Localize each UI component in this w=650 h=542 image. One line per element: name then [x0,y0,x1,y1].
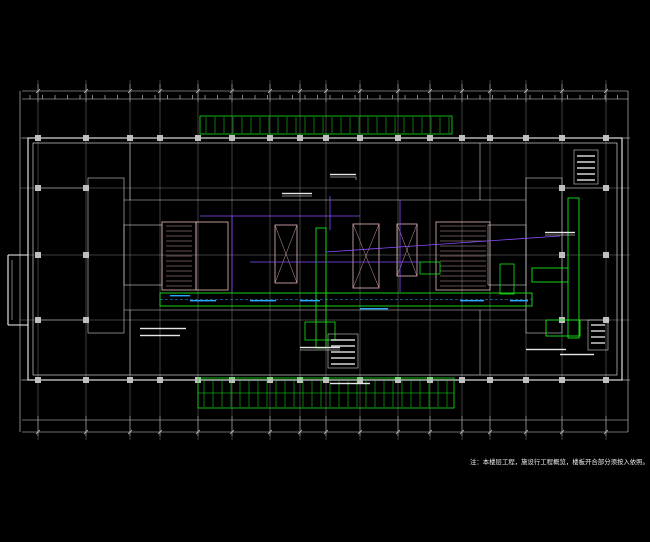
top-dimension-line [22,84,628,102]
pipe-lines [200,196,561,292]
elevator-icon [274,224,298,284]
duct-size-labels [170,295,528,310]
annotations [282,176,575,351]
annotation-labels [140,173,594,385]
column-icon [35,135,609,383]
louver-icon [197,115,455,409]
bottom-dimension-line [22,416,628,436]
duct-run-icon [159,197,581,349]
stair-icon [435,221,491,291]
legend-boxes [327,149,609,369]
building-core [161,221,491,291]
building-outline [7,137,623,381]
drawing-note: 注：本楼层工程，施设行工程概览，楼板开合部分须按入依照。 [470,458,649,466]
